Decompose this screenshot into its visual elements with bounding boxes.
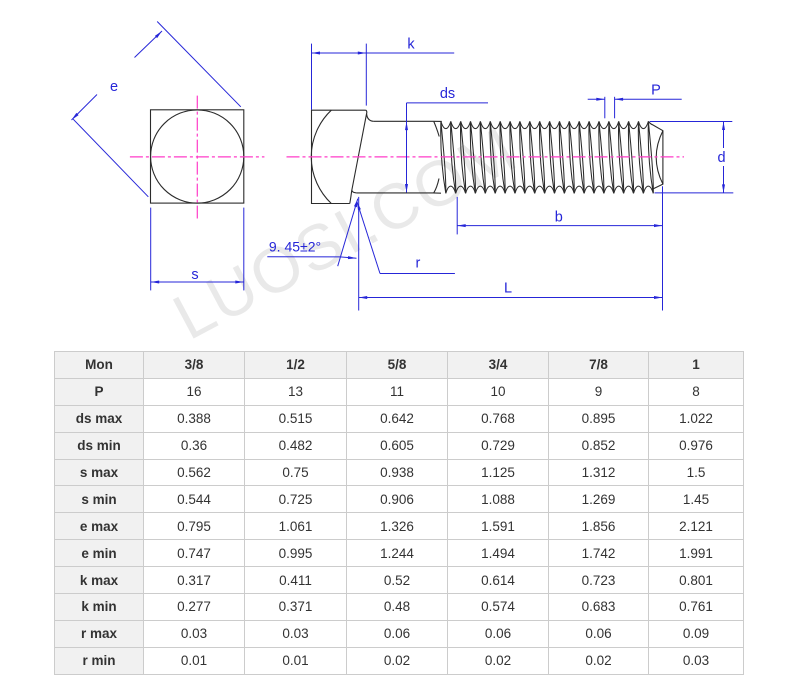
svg-text:b: b xyxy=(555,210,563,226)
svg-text:d: d xyxy=(717,150,725,166)
svg-text:P: P xyxy=(651,83,661,99)
svg-text:r: r xyxy=(415,256,420,272)
svg-text:9. 45±2°: 9. 45±2° xyxy=(269,239,321,255)
svg-text:ds: ds xyxy=(440,86,455,102)
svg-text:s: s xyxy=(191,267,198,283)
svg-text:LUOSI.COM: LUOSI.COM xyxy=(162,113,529,351)
svg-text:L: L xyxy=(504,281,512,297)
svg-text:e: e xyxy=(110,79,118,95)
svg-text:k: k xyxy=(407,37,415,53)
